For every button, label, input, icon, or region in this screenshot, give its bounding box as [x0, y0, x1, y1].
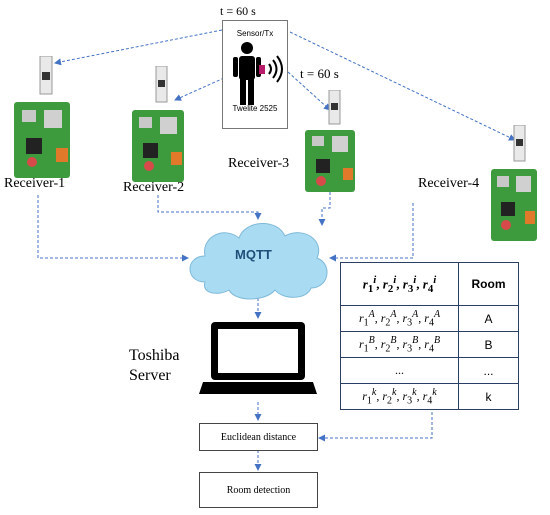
- header-fingerprint: r1i, r2i, r3i, r4i: [340, 262, 459, 306]
- header-room: Room: [458, 262, 519, 306]
- server-label-line-1: Toshiba: [129, 347, 180, 364]
- receiver-4-label: Receiver-4: [418, 176, 480, 191]
- table-row: r1B, r2B, r3B, r4B B: [340, 331, 519, 358]
- arrow-receiver-3-to-mqtt: [318, 192, 331, 226]
- arrow-receiver-2-to-mqtt: [157, 195, 262, 220]
- sensor-title: Sensor/Tx: [236, 29, 274, 38]
- arrow-sensor-to-receiver-1: [54, 29, 223, 66]
- arrow-sensor-to-receiver-4: [289, 31, 516, 141]
- room-cell: A: [458, 305, 519, 332]
- receiver-2-label: Receiver-2: [123, 180, 185, 195]
- t-right-label: t = 60 s: [300, 66, 339, 81]
- arrow-sensor-to-receiver-2: [174, 77, 225, 101]
- arrow-table-to-euclidean: [318, 412, 433, 442]
- fingerprint-cell: ...: [340, 357, 459, 384]
- room-cell: B: [458, 331, 519, 358]
- arrow-sensor-to-receiver-3: [287, 71, 331, 111]
- fingerprint-cell: r1k, r2k, r3k, r4k: [340, 383, 459, 410]
- table-header-row: r1i, r2i, r3i, r4i Room: [340, 262, 519, 306]
- laptop-icon: [199, 322, 317, 394]
- receiver-4-device-icon: [489, 124, 539, 248]
- table-row: r1A, r2A, r3A, r4A A: [340, 305, 519, 332]
- fingerprint-cell: r1B, r2B, r3B, r4B: [340, 331, 459, 358]
- arrow-receiver-1-to-mqtt: [37, 195, 189, 262]
- fingerprint-table: r1i, r2i, r3i, r4i Room r1A, r2A, r3A, r…: [340, 262, 519, 410]
- mqtt-cloud-icon: [189, 223, 328, 300]
- receiver-3-device-icon: [303, 89, 359, 200]
- server-label: Toshiba Server: [129, 346, 179, 386]
- room-detection-box: Room detection: [199, 472, 318, 508]
- table-row: ... ...: [340, 357, 519, 384]
- sensor-model: Twelite 2525: [232, 104, 278, 113]
- arrow-receiver-4-to-mqtt: [329, 203, 414, 262]
- room-cell: k: [458, 383, 519, 410]
- room-cell: ...: [458, 357, 519, 384]
- receiver-1-label: Receiver-1: [4, 176, 66, 191]
- receiver-2-device-icon: [130, 65, 188, 189]
- server-label-line-2: Server: [129, 367, 171, 384]
- receiver-3-label: Receiver-3: [228, 156, 290, 171]
- receiver-1-device-icon: [12, 55, 74, 186]
- person-with-sensor-icon: [233, 42, 283, 105]
- fingerprint-cell: r1A, r2A, r3A, r4A: [340, 305, 459, 332]
- mqtt-label: MQTT: [235, 247, 272, 262]
- euclidean-distance-box: Euclidean distance: [199, 423, 318, 451]
- sensor-box: Sensor/Tx Twelite 2525: [222, 20, 288, 129]
- table-row: r1k, r2k, r3k, r4k k: [340, 383, 519, 410]
- t-top-label: t = 60 s: [220, 4, 256, 18]
